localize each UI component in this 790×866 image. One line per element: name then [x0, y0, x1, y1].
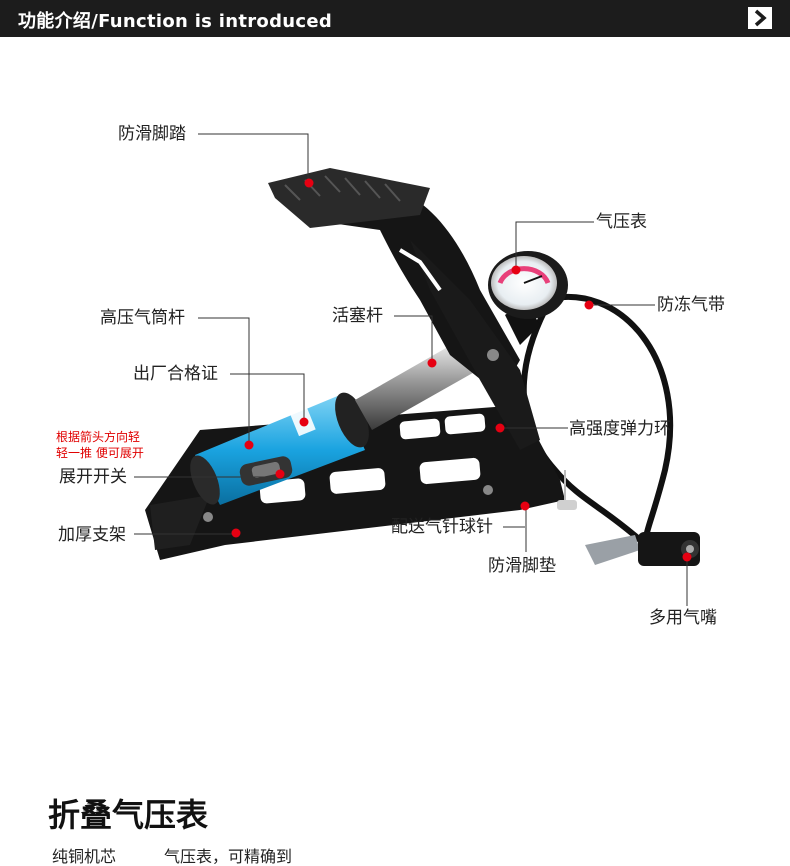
callout-multi-nozzle: 多用气嘴 — [649, 608, 717, 628]
callout-needle-ball: 配送气针球针 — [391, 517, 493, 537]
dot-pedal — [304, 178, 314, 188]
callout-pedal: 防滑脚踏 — [118, 124, 186, 144]
leader-lines — [134, 133, 688, 606]
next-button[interactable] — [748, 7, 772, 29]
unfold-note-line2: 轻一推 便可展开 — [56, 446, 144, 460]
multi-nozzle — [585, 532, 700, 566]
section-subtext-a: 纯铜机芯 — [52, 847, 117, 866]
dot-nozzle — [682, 552, 692, 562]
callout-gauge: 气压表 — [596, 212, 647, 232]
callout-piston-rod: 活塞杆 — [332, 306, 383, 326]
chevron-right-icon — [754, 9, 767, 27]
unfold-note-line1: 根据箭头方向轻 — [56, 430, 141, 444]
pedal-lever — [300, 190, 540, 450]
section-subtext-b: 气压表，可精确到 — [164, 847, 293, 866]
product-diagram — [0, 37, 790, 797]
callout-barrel-rod: 高压气筒杆 — [100, 308, 185, 328]
dot-pad — [520, 501, 530, 511]
pressure-gauge — [488, 251, 568, 345]
pump-illustration — [134, 133, 700, 606]
dot-gauge — [511, 265, 521, 275]
callout-certificate: 出厂合格证 — [133, 364, 218, 384]
callout-antifreeze-hose: 防冻气带 — [657, 295, 725, 315]
dot-ring — [495, 423, 505, 433]
callout-elastic-ring: 高强度弹力环 — [569, 419, 671, 439]
dot-certificate — [299, 417, 309, 427]
needle-accessory — [557, 470, 577, 510]
callout-dots — [231, 178, 692, 562]
callout-unfold-switch: 展开开关 — [59, 467, 127, 487]
header-bar: 功能介绍/Function is introduced — [0, 0, 790, 37]
dot-barrel — [244, 440, 254, 450]
header-title: 功能介绍/Function is introduced — [18, 11, 333, 32]
dot-piston — [427, 358, 437, 368]
section-title: 折叠气压表 — [48, 796, 209, 834]
dot-bracket — [231, 528, 241, 538]
dot-hose — [584, 300, 594, 310]
callout-thick-bracket: 加厚支架 — [58, 525, 126, 545]
callout-antislip-pad: 防滑脚垫 — [488, 556, 556, 576]
dot-switch — [275, 469, 285, 479]
piston-rod — [355, 340, 478, 430]
